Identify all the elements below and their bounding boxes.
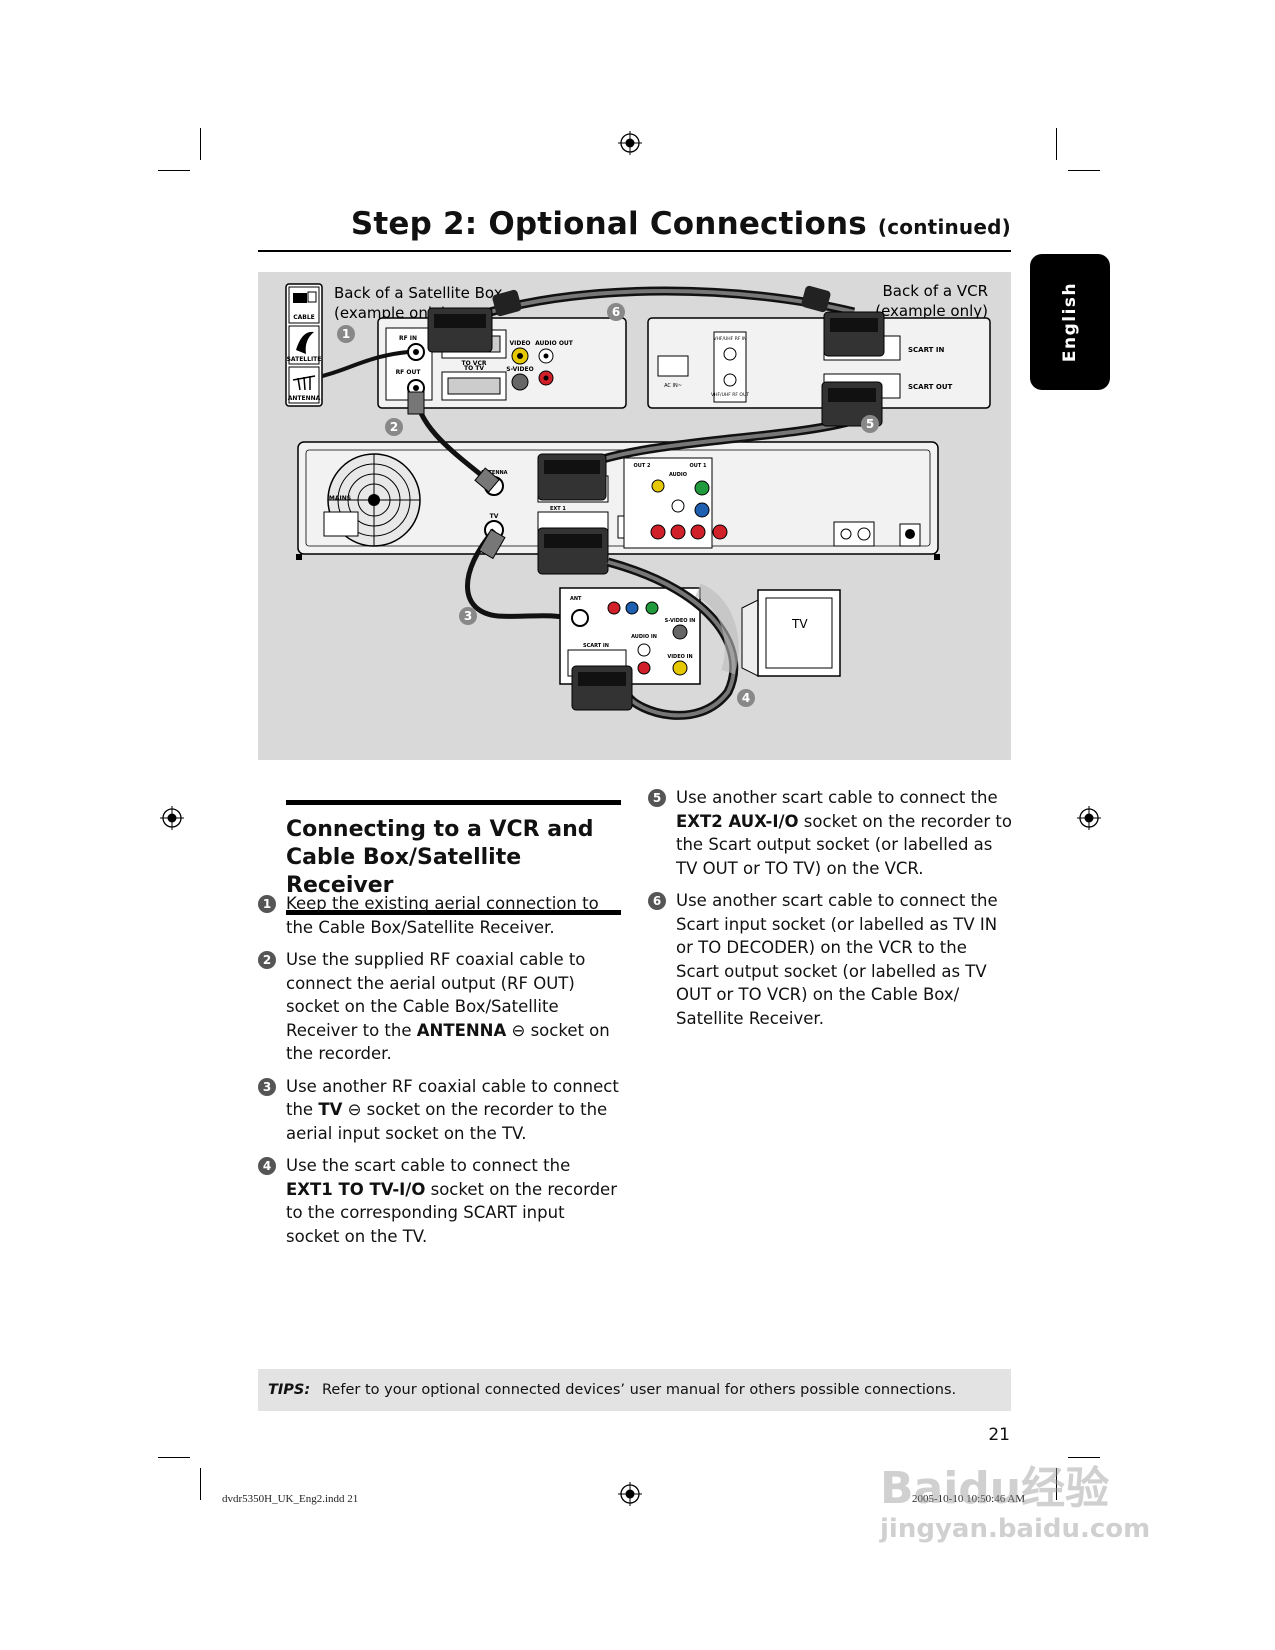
svg-text:AUDIO OUT: AUDIO OUT: [535, 340, 574, 347]
satellite-icon-label: SATELLITE: [287, 356, 322, 363]
step-number-icon: 1: [258, 895, 276, 913]
svg-text:VIDEO IN: VIDEO IN: [667, 654, 692, 660]
vcr: AC IN~ VHF/UHF RF IN VHF/UHF RF OUT SCAR…: [647, 317, 991, 409]
tips-bar: TIPS: Refer to your optional connected d…: [258, 1369, 1011, 1411]
svg-text:AC IN~: AC IN~: [664, 383, 682, 389]
registration-mark-icon: [618, 131, 642, 155]
svg-text:EXT 1: EXT 1: [550, 506, 566, 512]
source-icons: CABLE SATELLITE ANTENNA: [285, 283, 323, 407]
tips-label: TIPS:: [268, 1382, 311, 1398]
satellite-box-label: Back of a Satellite Box: [334, 284, 503, 302]
tv-set: TV: [741, 589, 841, 677]
svg-text:AUDIO: AUDIO: [669, 472, 687, 478]
vcr-label: Back of a VCR: [882, 282, 988, 300]
page-title-suffix: (continued): [877, 215, 1011, 239]
svg-text:AUDIO IN: AUDIO IN: [631, 634, 657, 640]
crop-mark: [158, 1457, 190, 1458]
svg-text:TO TV: TO TV: [464, 365, 484, 372]
footer-timestamp: 2005-10-10 10:50:46 AM: [912, 1493, 1026, 1505]
vcr-note: (example only): [875, 302, 988, 320]
svg-text:OUT 1: OUT 1: [690, 463, 707, 469]
svg-text:S-VIDEO: S-VIDEO: [506, 366, 533, 373]
title-divider: [258, 250, 1011, 252]
svg-text:SCART IN: SCART IN: [583, 643, 609, 649]
svg-text:VIDEO: VIDEO: [509, 340, 530, 347]
language-tab-label: English: [1060, 281, 1080, 363]
section-title-line1: Connecting to a VCR and: [286, 817, 594, 842]
callout-3: 3: [464, 609, 472, 623]
connection-diagram-svg: CABLE SATELLITE ANTENNA Back of a Satell…: [285, 282, 991, 720]
step-number-icon: 3: [258, 1077, 276, 1096]
watermark-logo: Baidu经验: [880, 1463, 1110, 1514]
svg-text:RF OUT: RF OUT: [396, 369, 422, 376]
registration-mark-icon: [1077, 806, 1101, 830]
svg-text:SCART OUT: SCART OUT: [908, 383, 953, 391]
section-heading: Connecting to a VCR and Cable Box/Satell…: [286, 800, 621, 915]
svg-text:SCART IN: SCART IN: [908, 346, 944, 354]
svg-text:TV: TV: [490, 513, 499, 520]
step-number-icon: 6: [648, 892, 666, 910]
footer-filename: dvdr5350H_UK_Eng2.indd 21: [222, 1493, 359, 1505]
callout-2: 2: [390, 420, 398, 434]
crop-mark: [158, 170, 190, 171]
antenna-symbol-icon: ⊖: [347, 1100, 362, 1119]
antenna-icon-label: ANTENNA: [288, 395, 321, 402]
registration-mark-icon: [160, 806, 184, 830]
svg-text:VHF/UHF RF OUT: VHF/UHF RF OUT: [711, 392, 749, 398]
language-tab: English: [1030, 254, 1110, 390]
step-number-icon: 4: [258, 1157, 276, 1175]
section-title-line2: Cable Box/Satellite Receiver: [286, 845, 522, 898]
crop-mark: [1068, 170, 1100, 171]
cable-icon-label: CABLE: [293, 314, 315, 321]
svg-text:RF IN: RF IN: [399, 335, 417, 342]
svg-text:OUT 2: OUT 2: [634, 463, 651, 469]
svg-text:VHF/UHF RF IN: VHF/UHF RF IN: [713, 336, 746, 342]
crop-mark: [1068, 1457, 1100, 1458]
svg-text:MAINS: MAINS: [329, 495, 351, 502]
crop-mark: [1056, 128, 1057, 160]
registration-mark-icon: [618, 1482, 642, 1506]
page-title: Step 2: Optional Connections (continued): [350, 206, 1011, 242]
connection-diagram: CABLE SATELLITE ANTENNA Back of a Satell…: [258, 272, 1011, 760]
svg-text:ANTENNA: ANTENNA: [480, 470, 507, 476]
callout-6: 6: [612, 305, 620, 319]
crop-mark: [200, 128, 201, 160]
heading-rule-top: [286, 800, 621, 805]
step-number-icon: 5: [648, 789, 666, 807]
svg-text:ANT: ANT: [570, 596, 582, 602]
callout-4: 4: [742, 691, 750, 705]
page-number: 21: [988, 1425, 1010, 1445]
crop-mark: [200, 1468, 201, 1500]
step-number-icon: 2: [258, 951, 276, 969]
tips-text: Refer to your optional connected devices…: [322, 1382, 957, 1398]
heading-rule-bottom: [286, 910, 621, 915]
svg-text:TO VCR: TO VCR: [462, 360, 487, 367]
callout-1: 1: [342, 327, 350, 341]
tv-label: TV: [791, 617, 808, 631]
crop-mark: [1056, 1468, 1057, 1500]
svg-text:S-VIDEO IN: S-VIDEO IN: [665, 618, 696, 624]
antenna-symbol-icon: ⊖: [511, 1020, 526, 1040]
watermark-url: jingyan.baidu.com: [880, 1514, 1151, 1544]
callout-5: 5: [866, 417, 874, 431]
